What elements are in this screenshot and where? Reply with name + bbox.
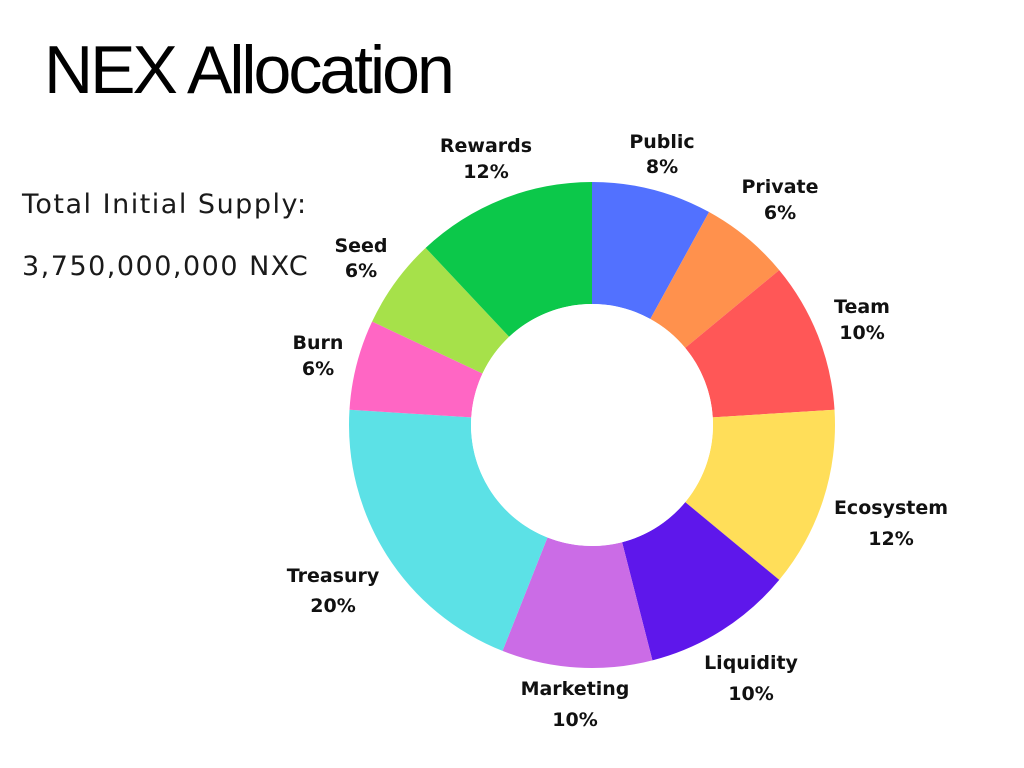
- slice-treasury: [349, 409, 548, 651]
- slice-burn: [349, 321, 483, 418]
- slice-public: [592, 182, 710, 319]
- donut-hole: [471, 304, 713, 546]
- slice-pct-treasury: 20%: [310, 595, 355, 617]
- slice-label-burn: Burn: [293, 332, 344, 354]
- slice-label-team: Team: [834, 296, 890, 318]
- slice-pct-rewards: 12%: [463, 161, 508, 183]
- slice-liquidity: [622, 502, 780, 661]
- slice-label-marketing: Marketing: [521, 678, 630, 700]
- slice-pct-marketing: 10%: [552, 709, 597, 731]
- slice-label-public: Public: [629, 131, 694, 153]
- slice-marketing: [502, 537, 653, 668]
- slice-pct-ecosystem: 12%: [868, 528, 913, 550]
- slice-pct-seed: 6%: [345, 260, 377, 282]
- slice-team: [685, 270, 835, 418]
- slice-labels: Public 8% Private 6% Team 10% Ecosystem 12% Liqu…: [287, 131, 948, 731]
- slice-pct-private: 6%: [764, 202, 796, 224]
- slice-pct-team: 10%: [839, 322, 884, 344]
- slice-rewards: [425, 182, 592, 337]
- donut-slices: [349, 182, 835, 668]
- slice-seed: [372, 247, 510, 374]
- chart-title: NEX Allocation: [44, 32, 455, 108]
- slice-ecosystem: [685, 409, 835, 580]
- slice-label-rewards: Rewards: [440, 135, 532, 157]
- slice-pct-liquidity: 10%: [728, 683, 773, 705]
- slice-private: [650, 212, 780, 348]
- slice-label-ecosystem: Ecosystem: [834, 497, 948, 519]
- slice-label-private: Private: [742, 176, 819, 198]
- slice-pct-public: 8%: [646, 156, 678, 178]
- total-supply-label: Total Initial Supply:: [22, 189, 308, 220]
- slice-pct-burn: 6%: [302, 358, 334, 380]
- slice-label-treasury: Treasury: [287, 565, 380, 587]
- slice-label-liquidity: Liquidity: [704, 652, 798, 674]
- total-supply-value: 3,750,000,000 NXC: [22, 251, 310, 282]
- slice-label-seed: Seed: [334, 235, 387, 257]
